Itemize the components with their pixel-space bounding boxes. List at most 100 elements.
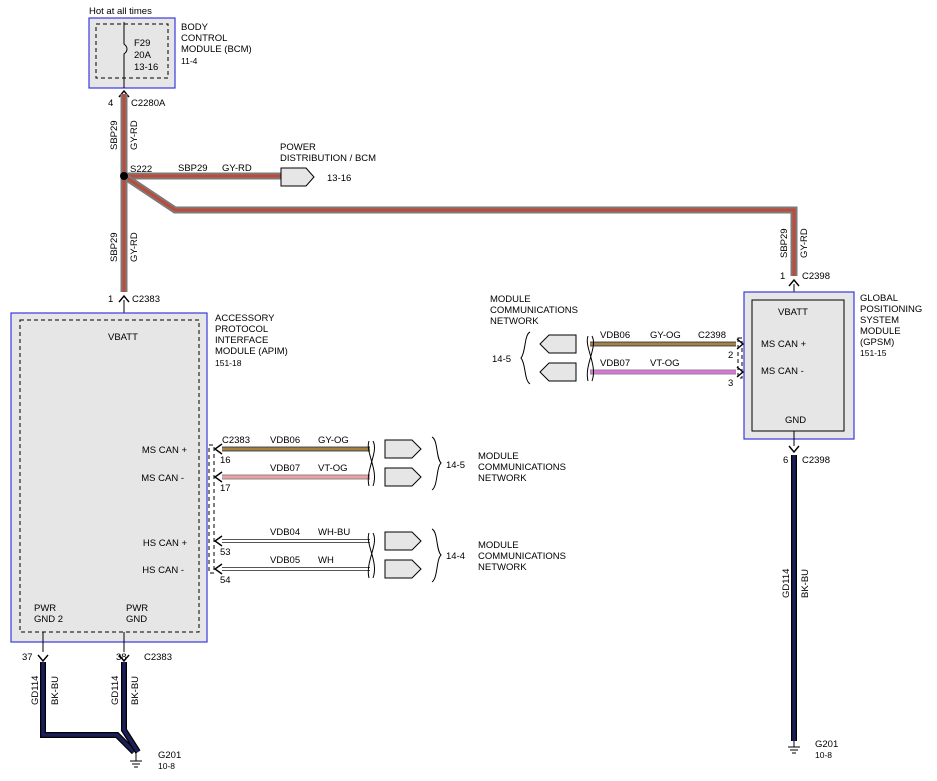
wire-gd114-apim-left[interactable] [40,662,137,755]
gpsm-ref: 151-15 [860,348,887,358]
wire-apim-vdb06-color: GY-OG [318,435,349,446]
wire-sbp29-gpsm-color: GY-RD [799,228,810,258]
mcn-hs-line-2: COMMUNICATIONS [478,551,566,562]
twisted-pair-gpsm-icon [586,335,594,382]
apim-dashed-outline [19,319,200,633]
bcm-module[interactable] [88,17,176,89]
apim-out-connector-53-icon[interactable] [384,531,422,551]
wire-sbp29-top-color: GY-RD [129,120,140,150]
apim-gnd-right-connector-icon [118,654,130,663]
power-dist-connector-icon[interactable] [280,167,315,187]
apim-pin-54-num: 54 [220,575,231,586]
ground-right-id: G201 [815,739,838,750]
gpsm-out-connector-2-icon[interactable] [539,334,577,354]
wire-gd114-apim-right[interactable] [121,662,141,754]
splice-id: S222 [130,164,152,175]
apim-input-pin: 1 [108,294,113,305]
apim-pin-17-num: 17 [220,483,231,494]
apim-gnd-right-line-1: PWR [126,603,148,614]
apim-name-line-2: PROTOCOL [215,324,268,335]
apim-name-line-1: ACCESSORY [215,313,275,324]
ground-right-icon[interactable] [788,741,800,754]
twisted-pair-hs-icon [367,532,375,579]
gpsm-module[interactable] [743,291,855,440]
mcn-gpsm-line-3: NETWORK [490,316,539,327]
ground-left-ref: 10-8 [158,761,175,771]
apim-gnd-right-connector: C2383 [144,652,172,663]
wire-gd114-left-circuit: GD114 [30,676,41,705]
apim-gnd-right-line-2: GND [126,614,147,625]
apim-vbatt: VBATT [108,332,138,343]
apim-pin-17-connector-icon [213,471,223,483]
apim-pin-hs-can-minus-label: HS CAN - [142,565,184,576]
wire-gd114-left-color: BK-BU [50,676,61,705]
wire-apim-vdb07-circuit: VDB07 [270,463,300,474]
wire-sbp29-gpsm[interactable] [122,173,798,276]
wire-gpsm-vdb07-circuit: VDB07 [600,358,630,369]
mcn-hs-line-1: MODULE [478,540,519,551]
apim-name-line-3: INTERFACE [215,335,268,346]
gpsm-vbatt: VBATT [778,307,808,318]
brace-hs-icon [431,528,442,583]
power-dist-name-line-2: DISTRIBUTION / BCM [280,153,376,164]
mcn-hs-ref: 14-4 [446,551,465,562]
apim-frame [10,312,208,643]
gpsm-can-connector: C2398 [698,330,726,341]
fuse-icon [123,22,128,88]
wire-sbp29-power-dist-circuit: SBP29 [178,163,208,174]
brace-gpsm-icon [520,331,531,385]
bcm-name-line-3: MODULE (BCM) [181,44,252,55]
gpsm-input-connector-icon [788,278,800,287]
ground-left-id: G201 [158,750,181,761]
apim-can-connector: C2383 [222,435,250,446]
wire-sbp29-apim-circuit: SBP29 [109,232,120,262]
ground-right-ref: 10-8 [815,750,832,760]
apim-out-connector-17-icon[interactable] [384,467,422,487]
wire-sbp29-gpsm-circuit: SBP29 [779,228,790,258]
apim-pin-16-connector-icon [213,443,223,455]
apim-pin-ms-can-minus-label: MS CAN - [141,473,184,484]
wire-gd114-right-circuit: GD114 [110,676,121,705]
wire-sbp29-top-circuit: SBP29 [109,120,120,150]
gpsm-name-line-5: (GPSM) [860,337,894,348]
gpsm-inner-outline [751,299,845,432]
twisted-pair-ms-icon [367,440,375,487]
apim-gnd-left-connector-icon [37,654,49,663]
wire-sbp29-apim-color: GY-RD [129,232,140,262]
wire-apim-vdb04-color: WH-BU [318,527,350,538]
wire-gd114-right-color: BK-BU [130,676,141,705]
wire-gd114-gpsm-color: BK-BU [800,569,811,598]
mcn-ms-line-1: MODULE [478,451,519,462]
gpsm-pin-2-num: 2 [728,350,733,361]
bcm-hot-label: Hot at all times [89,6,152,17]
fuse-rating: 20A [134,50,152,61]
wire-apim-vdb05-color: WH [318,555,334,566]
apim-name-line-4: MODULE (APIM) [215,346,288,357]
gpsm-fill [744,292,854,439]
gpsm-pin-3-connector-icon [736,366,745,378]
apim-pin-53-num: 53 [220,547,231,558]
bcm-dashed-outline [95,23,169,79]
gpsm-input-pin: 1 [780,271,785,282]
apim-out-connector-54-icon[interactable] [384,559,422,579]
gpsm-name-line-1: GLOBAL [860,293,898,304]
gpsm-pin-ms-can-plus-label: MS CAN + [761,339,807,350]
gpsm-out-connector-3-icon[interactable] [539,362,577,382]
power-dist-ref: 13-16 [327,173,351,184]
mcn-ms-line-3: NETWORK [478,473,527,484]
gpsm-name-line-2: POSITIONING [860,304,922,315]
apim-ref: 151-18 [215,358,242,368]
bcm-name-line-2: CONTROL [181,33,227,44]
splice-dot[interactable] [120,172,128,180]
mcn-ms-ref: 14-5 [446,460,465,471]
apim-gnd-left-line-1: PWR [34,603,56,614]
bcm-fill [89,18,175,88]
bcm-name-line-1: BODY [181,22,209,33]
apim-pin-hs-can-plus-label: HS CAN + [143,538,188,549]
apim-out-connector-16-icon[interactable] [384,439,422,459]
gpsm-name-line-4: MODULE [860,326,901,337]
apim-module[interactable] [10,312,208,643]
apim-shield-dashed [208,444,215,574]
ground-left-icon[interactable] [130,752,142,768]
